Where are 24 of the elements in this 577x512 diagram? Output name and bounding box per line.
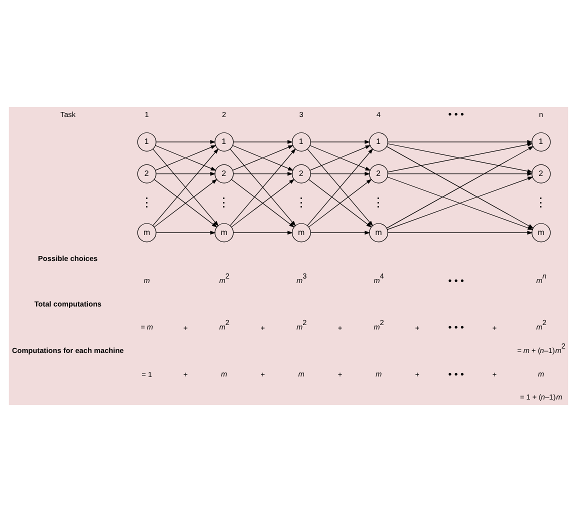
arrow — [155, 145, 216, 171]
arrow — [388, 230, 533, 235]
label: ⋮ — [372, 195, 384, 210]
arrow — [310, 230, 370, 235]
arrow — [156, 230, 216, 235]
arrow — [233, 230, 293, 235]
label: ⋮ — [218, 195, 230, 210]
arrow — [156, 172, 216, 176]
label: • • • — [448, 109, 464, 120]
label: • • • — [448, 276, 464, 288]
arrow — [233, 140, 293, 144]
arrow — [388, 172, 533, 176]
arrow — [388, 140, 533, 144]
label: • • • — [448, 369, 464, 380]
arrow — [310, 145, 371, 171]
label: • • • — [448, 322, 464, 334]
arrow — [156, 140, 216, 144]
label: ⋮ — [140, 195, 152, 210]
arrow — [233, 172, 293, 176]
arrow — [232, 145, 294, 171]
label: ⋮ — [534, 195, 547, 210]
arrow — [310, 140, 370, 144]
arrow — [310, 172, 370, 176]
label: ⋮ — [294, 195, 307, 210]
